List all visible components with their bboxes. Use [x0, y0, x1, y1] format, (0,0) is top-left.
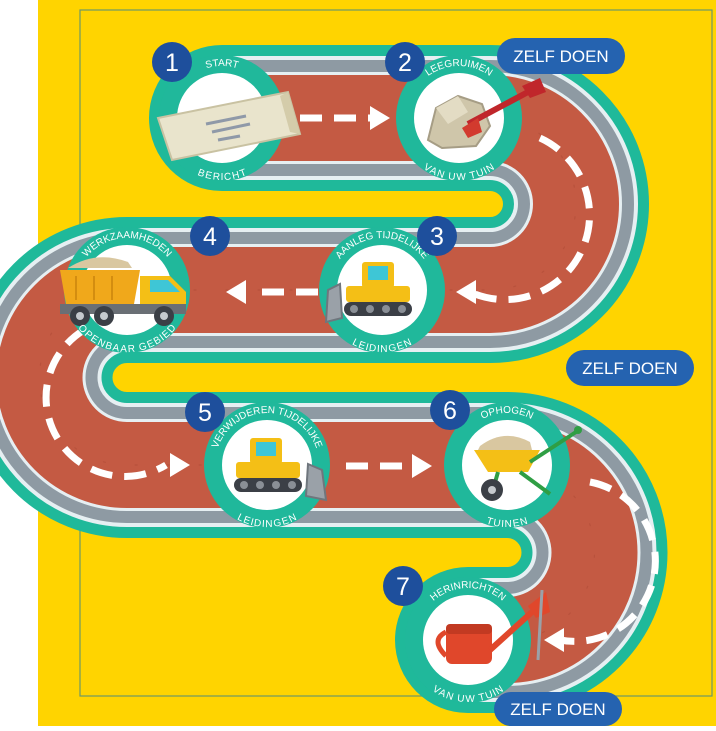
svg-text:ZELF DOEN: ZELF DOEN [513, 47, 608, 66]
step-6-number: 6 [443, 397, 457, 425]
step-6-top-label: OPHOGEN [479, 405, 535, 422]
winding-road [0, 45, 668, 713]
arrow-6-to-7 [559, 478, 659, 645]
zelf-doen-badge-1: ZELF DOEN [497, 38, 625, 74]
step-4-number: 4 [203, 223, 217, 251]
svg-text:ZELF DOEN: ZELF DOEN [510, 700, 605, 719]
envelope-icon [156, 90, 302, 162]
step-3-number: 3 [430, 223, 444, 251]
arrow-4-to-5 [42, 327, 168, 480]
step-7-number: 7 [396, 573, 410, 601]
step-7-number-badge [383, 566, 423, 606]
step-4-number-badge [190, 216, 230, 256]
step-2: LEEGRUIMEN VAN UW TUIN 2 [385, 42, 546, 183]
step-1-number: 1 [165, 49, 179, 77]
bulldozer-icon [234, 438, 328, 502]
watering-can-icon [435, 589, 550, 664]
step-1-top-label: START [204, 58, 239, 71]
arrow-2-to-3 [468, 134, 594, 304]
step-7: HERINRICHTEN VAN UW TUIN 7 [383, 566, 550, 705]
dump-truck-icon [60, 257, 186, 326]
step-5-number: 5 [198, 399, 212, 427]
arrow-heads [170, 106, 564, 652]
svg-text:ZELF DOEN: ZELF DOEN [582, 359, 677, 378]
step-1-bottom-label: BERICHT [196, 167, 248, 183]
direction-arrows [42, 114, 659, 645]
step-5-number-badge [185, 392, 225, 432]
step-6-number-badge [430, 390, 470, 430]
step-6-bottom-label: TUINEN [485, 516, 529, 530]
bulldozer-icon [324, 262, 412, 324]
zelf-doen-badge-3: ZELF DOEN [494, 692, 622, 726]
step-6: OPHOGEN TUINEN 6 [430, 390, 582, 530]
step-1: START BERICHT 1 [152, 42, 302, 183]
step-2-number-badge [385, 42, 425, 82]
step-1-number-badge [152, 42, 192, 82]
step-3-number-badge [417, 216, 457, 256]
step-2-number: 2 [398, 49, 412, 77]
wheelbarrow-icon [474, 426, 582, 501]
rock-and-shovel-icon [426, 78, 546, 150]
zelf-doen-badge-2: ZELF DOEN [566, 350, 694, 386]
